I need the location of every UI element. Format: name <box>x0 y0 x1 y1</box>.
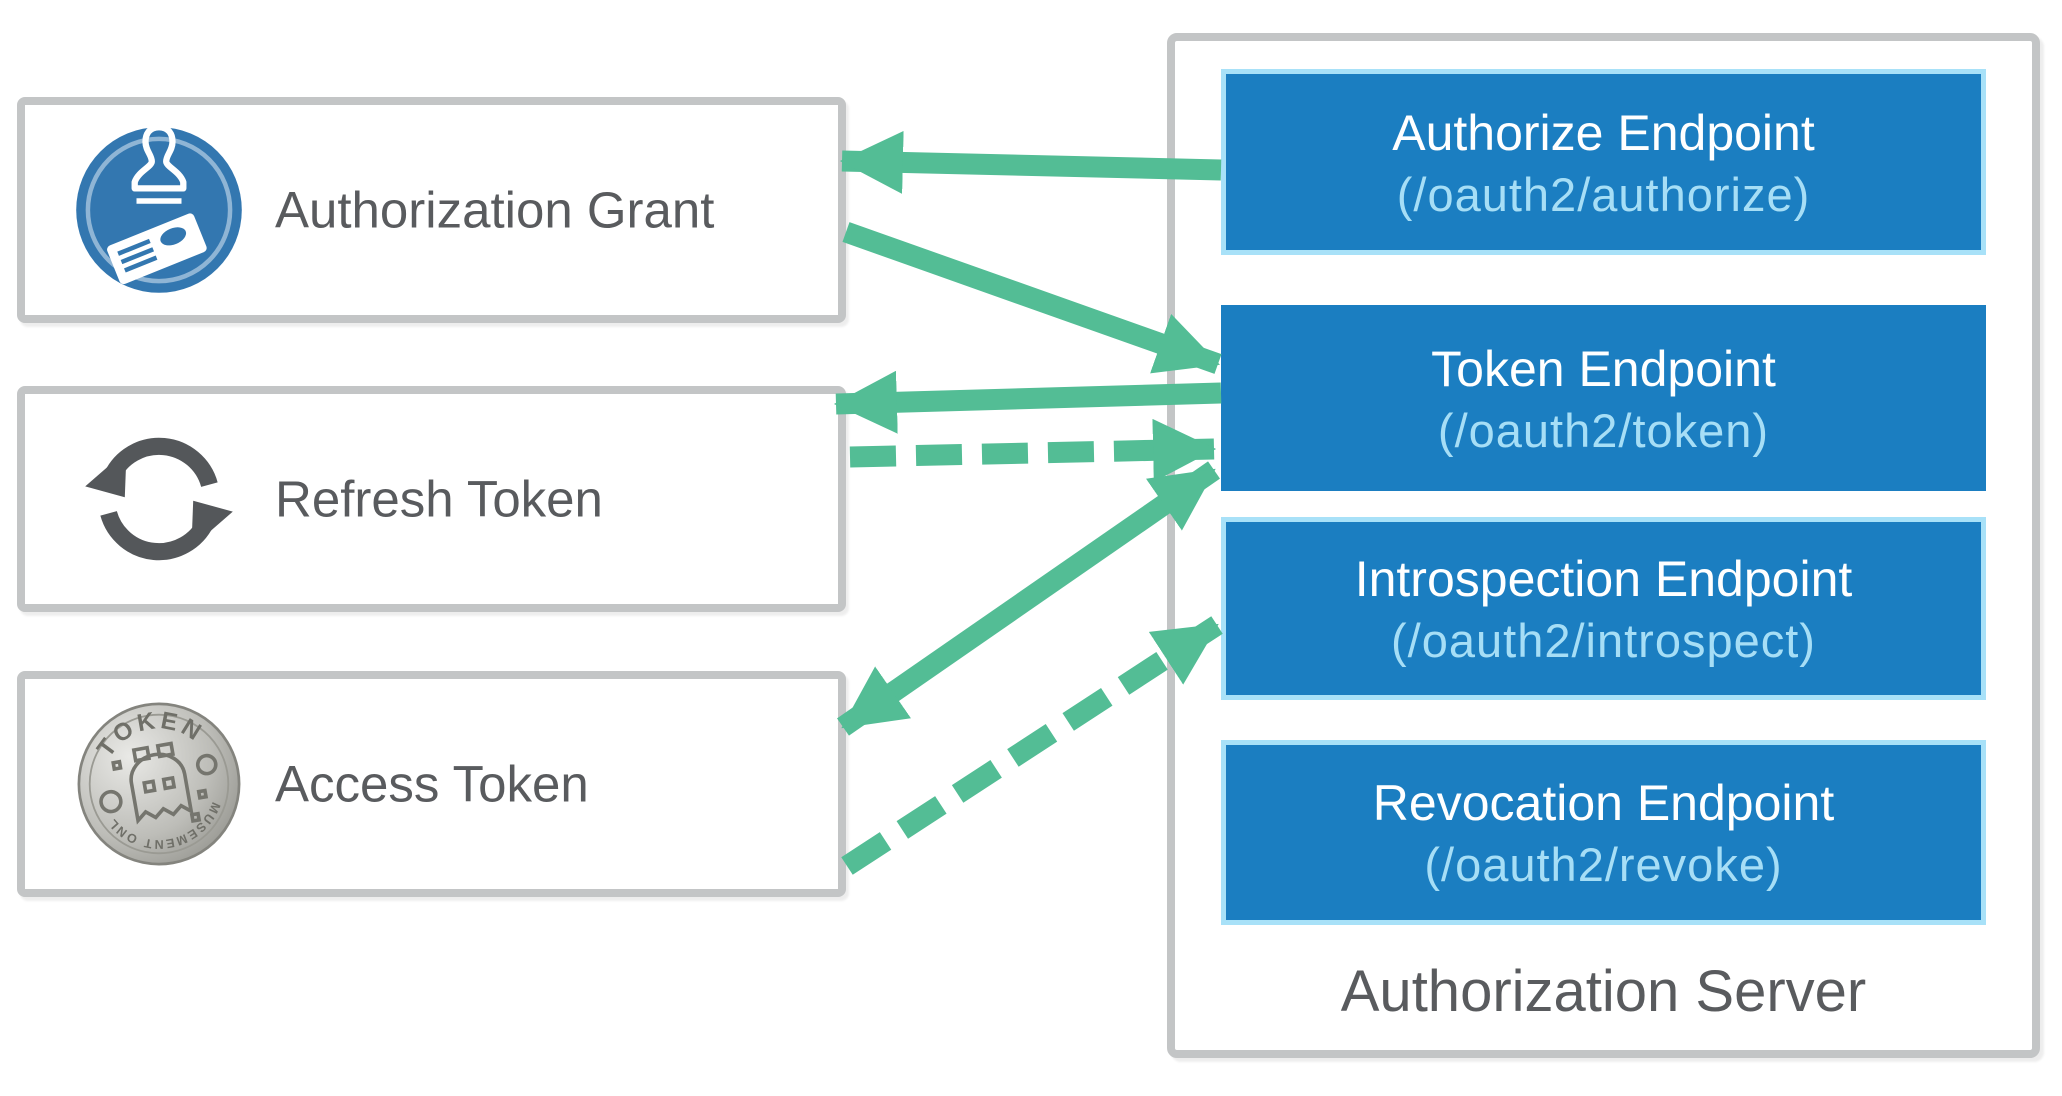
refresh-icon <box>69 409 249 589</box>
coin-ghost-glyph <box>99 741 218 825</box>
introspection-endpoint-title: Introspection Endpoint <box>1354 551 1853 608</box>
refresh-token-box: Refresh Token <box>17 386 846 612</box>
revocation-endpoint-box: Revocation Endpoint (/oauth2/revoke) <box>1221 740 1986 925</box>
access-token-box: TOKEN AMUSEMENT ONLY <box>17 671 846 897</box>
authorize-endpoint-title: Authorize Endpoint <box>1392 104 1815 161</box>
arrow-grant-to-token <box>842 222 1222 374</box>
stamp-icon <box>69 120 249 300</box>
token-endpoint-path: (/oauth2/token) <box>1437 403 1770 457</box>
introspection-endpoint-box: Introspection Endpoint (/oauth2/introspe… <box>1221 517 1986 700</box>
token-coin-icon: TOKEN AMUSEMENT ONLY <box>69 694 249 874</box>
arrow-authorize-to-grant <box>839 130 1222 194</box>
arrow-access-to-introspection <box>841 616 1223 875</box>
introspection-endpoint-path: (/oauth2/introspect) <box>1391 614 1816 668</box>
revocation-endpoint-title: Revocation Endpoint <box>1372 775 1835 832</box>
access-token-label: Access Token <box>275 755 589 813</box>
refresh-token-label: Refresh Token <box>275 470 603 528</box>
token-endpoint-box: Token Endpoint (/oauth2/token) <box>1221 305 1986 491</box>
authorization-server-label: Authorization Server <box>1340 959 1867 1024</box>
authorization-grant-label: Authorization Grant <box>275 181 715 239</box>
authorization-grant-box: Authorization Grant <box>17 97 846 323</box>
arrow-token-access-exchange <box>837 461 1220 736</box>
token-endpoint-title: Token Endpoint <box>1431 340 1776 397</box>
arrow-refresh-to-token <box>849 418 1217 482</box>
authorize-endpoint-path: (/oauth2/authorize) <box>1396 167 1811 221</box>
authorize-endpoint-box: Authorize Endpoint (/oauth2/authorize) <box>1221 69 1986 255</box>
arrow-token-to-refresh <box>833 370 1222 434</box>
revocation-endpoint-path: (/oauth2/revoke) <box>1424 838 1783 892</box>
